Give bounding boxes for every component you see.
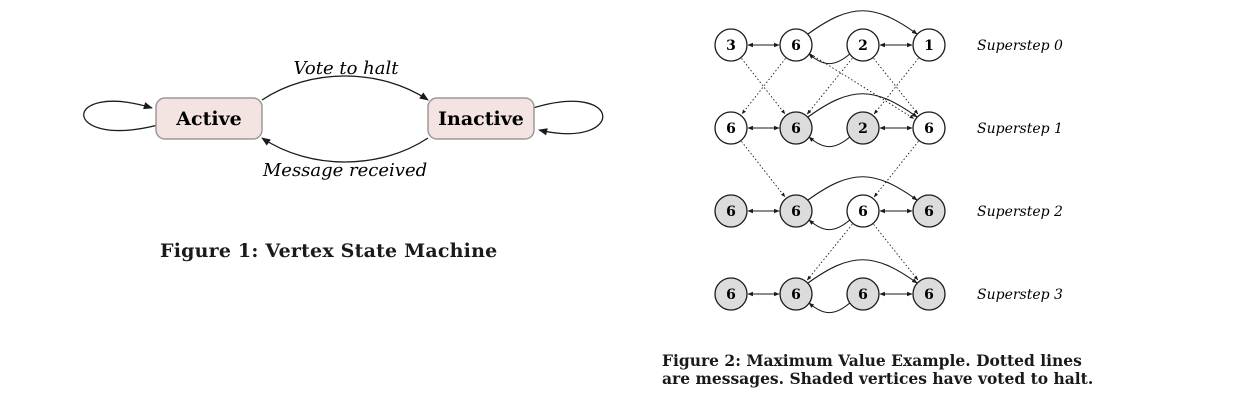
active-state-label: Active [175, 108, 241, 130]
message-received-arrow [261, 137, 429, 163]
vertex-circle [779, 28, 813, 62]
vertex-s3-v3: 6 [912, 277, 946, 311]
message-edges [741, 10, 919, 314]
inactive-state-label: Inactive [438, 108, 524, 130]
figure-2-caption-line-1: Figure 2: Maximum Value Example. Dotted … [662, 351, 1082, 370]
row-0-arc-2-1 [808, 52, 852, 65]
row-2-arc-2-1 [808, 218, 852, 231]
vertex-circle [714, 111, 748, 145]
vertex-s3-v0: 6 [714, 277, 748, 311]
vertex-circle [779, 111, 813, 145]
message-edge [741, 58, 786, 115]
vertex-value: 6 [924, 287, 934, 303]
row-3-arc-1-3 [807, 259, 918, 284]
vertex-s1-v2: 2 [846, 111, 880, 145]
vertex-grid: 3 6 2 1 6 6 2 6 6 6 6 6 6 6 6 6 [714, 28, 946, 311]
figure-1-caption: Figure 1: Vertex State Machine [160, 240, 498, 262]
vertex-s2-v3: 6 [912, 194, 946, 228]
inactive-self-loop [532, 100, 604, 136]
row-1-arc-2-1 [808, 135, 852, 148]
vertex-value: 6 [726, 121, 736, 137]
vertex-value: 6 [858, 204, 868, 220]
vertex-s2-v1: 6 [779, 194, 813, 228]
vertex-s0-v1: 6 [779, 28, 813, 62]
vertex-circle [846, 277, 880, 311]
vertex-value: 6 [791, 38, 801, 54]
message-edge [741, 141, 786, 198]
superstep-label: Superstep 2 [977, 204, 1063, 220]
vertex-circle [779, 277, 813, 311]
vertex-s0-v3: 1 [912, 28, 946, 62]
superstep-label: Superstep 0 [977, 38, 1063, 54]
figure-2-caption-line-2: are messages. Shaded vertices have voted… [662, 369, 1094, 388]
vertex-circle [846, 28, 880, 62]
state-machine-diagram: Active Inactive Vote to halt Message rec… [83, 58, 604, 181]
vertex-s1-v1: 6 [779, 111, 813, 145]
vertex-value: 3 [726, 38, 736, 54]
message-received-label: Message received [262, 160, 427, 181]
vertex-s0-v0: 3 [714, 28, 748, 62]
row-3-arc-2-1 [808, 301, 852, 314]
message-edge [873, 141, 919, 198]
superstep-labels: Superstep 0 Superstep 1 Superstep 2 Superst… [977, 38, 1063, 303]
vertex-value: 6 [791, 121, 801, 137]
vertex-circle [846, 194, 880, 228]
vertex-s3-v2: 6 [846, 277, 880, 311]
vertex-circle [912, 111, 946, 145]
vertex-value: 6 [726, 287, 736, 303]
vertex-s0-v2: 2 [846, 28, 880, 62]
message-edge [873, 58, 919, 115]
vertex-circle [714, 277, 748, 311]
active-state [155, 97, 263, 140]
row-1-arc-1-3 [807, 93, 918, 118]
vertex-value: 6 [924, 204, 934, 220]
vertex-value: 6 [726, 204, 736, 220]
row-2-arc-1-3 [807, 176, 918, 201]
vertex-value: 2 [858, 38, 868, 54]
vertex-s2-v2: 6 [846, 194, 880, 228]
vertex-circle [912, 194, 946, 228]
message-edge [806, 57, 853, 115]
superstep-label: Superstep 3 [977, 287, 1063, 303]
vertex-value: 1 [924, 38, 934, 54]
vertex-s2-v0: 6 [714, 194, 748, 228]
vertex-s3-v1: 6 [779, 277, 813, 311]
figure-2-caption: Figure 2: Maximum Value Example. Dotted … [662, 352, 1093, 388]
vertex-circle [714, 28, 748, 62]
vertex-value: 6 [924, 121, 934, 137]
vertex-circle [714, 194, 748, 228]
vertex-value: 6 [858, 287, 868, 303]
vertex-value: 6 [791, 287, 801, 303]
message-edge [806, 223, 853, 281]
active-self-loop [83, 100, 159, 132]
vertex-value: 2 [858, 121, 868, 137]
row-0-arc-1-3 [807, 10, 918, 35]
vote-to-halt-label: Vote to halt [294, 58, 400, 79]
message-edge [741, 58, 786, 115]
vote-to-halt-arrow [261, 75, 429, 101]
inactive-state [427, 97, 535, 140]
vertex-s1-v3: 6 [912, 111, 946, 145]
superstep-label: Superstep 1 [977, 121, 1063, 137]
vertex-circle [912, 28, 946, 62]
vertex-value: 6 [791, 204, 801, 220]
vertex-circle [846, 111, 880, 145]
message-edge [873, 224, 919, 281]
message-edge [873, 58, 919, 115]
vertex-s1-v0: 6 [714, 111, 748, 145]
vertex-circle [779, 194, 813, 228]
vertex-circle [912, 277, 946, 311]
